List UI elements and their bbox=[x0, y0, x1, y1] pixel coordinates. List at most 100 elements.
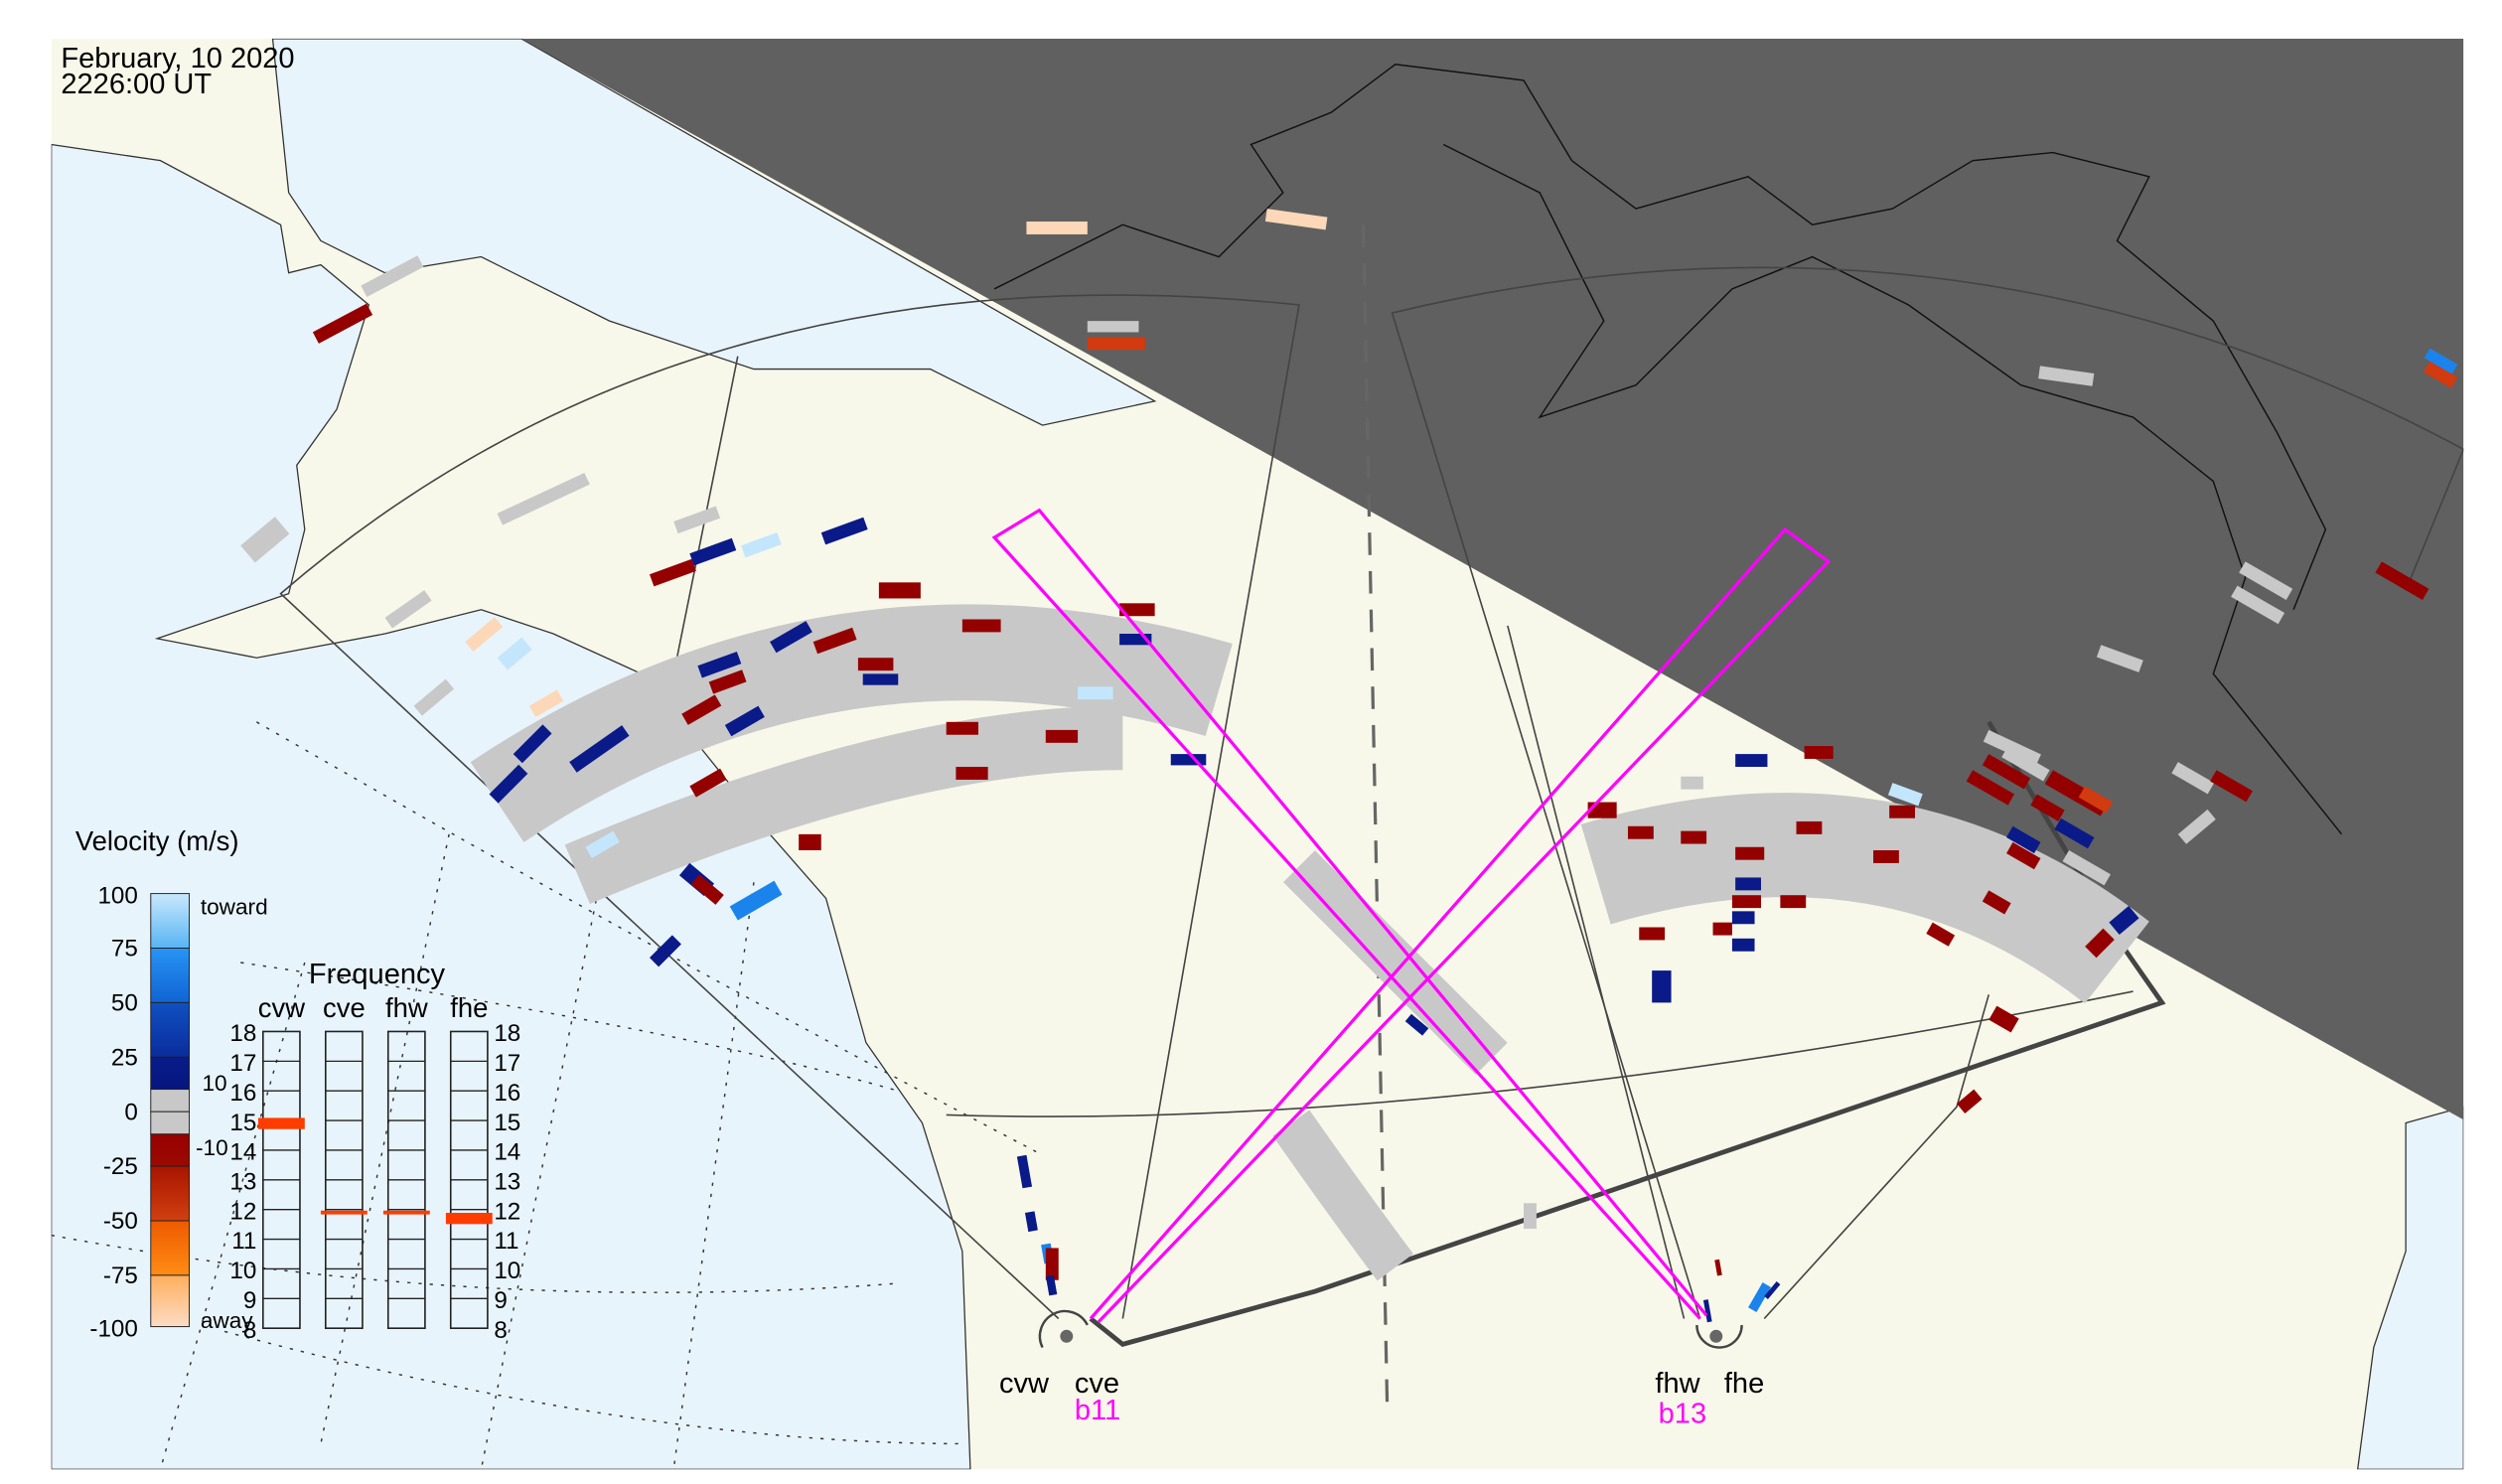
scatter-cell bbox=[497, 637, 532, 670]
scatter-cell bbox=[1983, 729, 2041, 767]
frequency-axis-label-right: 18 bbox=[494, 1020, 520, 1047]
scatter-cell bbox=[2424, 348, 2458, 374]
scatter-cell bbox=[1652, 970, 1672, 1003]
scatter-cell bbox=[1026, 222, 1088, 234]
beam-b11-outline bbox=[1089, 526, 1832, 1323]
scatter-band-cve-beam bbox=[1282, 850, 1508, 1075]
scatter-cell bbox=[1119, 634, 1152, 646]
scatter-cell bbox=[240, 517, 290, 563]
frequency-axis-label-left: 15 bbox=[229, 1110, 256, 1136]
frequency-axis-label-left: 18 bbox=[229, 1020, 256, 1047]
date-label: February, 10 2020 bbox=[61, 43, 294, 74]
frequency-axis-label-left: 9 bbox=[243, 1287, 256, 1314]
scatter-cell bbox=[2096, 645, 2143, 672]
scatter-cell bbox=[1087, 337, 1145, 351]
scatter-cell bbox=[528, 689, 564, 717]
beam-label-b11: b11 bbox=[1075, 1395, 1120, 1426]
velocity-legend-title: Velocity (m/s) bbox=[75, 825, 239, 856]
scatter-cell bbox=[1887, 783, 1923, 807]
scatter-cell bbox=[569, 725, 630, 773]
scatter-cell bbox=[820, 517, 868, 545]
radar-site-fh-marker bbox=[1695, 1324, 1743, 1349]
velocity-tick-label: 75 bbox=[111, 936, 138, 963]
scatter-cell bbox=[1587, 802, 1617, 818]
frequency-marker-cve bbox=[320, 1210, 368, 1215]
scatter-cell bbox=[1524, 1203, 1537, 1230]
scatter-cell bbox=[1796, 820, 1823, 834]
scatter-cell bbox=[413, 678, 455, 716]
frequency-axis-label-left: 14 bbox=[229, 1139, 256, 1166]
frequency-column-label-cvw: cvw bbox=[258, 992, 305, 1023]
scatter-cell bbox=[2171, 762, 2215, 795]
colorbar-segment bbox=[150, 1089, 191, 1113]
scatter-cell bbox=[2375, 561, 2429, 600]
scatter-cell bbox=[1170, 754, 1207, 766]
frequency-axis-label-right: 17 bbox=[494, 1050, 520, 1077]
scatter-cell bbox=[2054, 817, 2095, 849]
scatter-cell bbox=[489, 764, 528, 804]
scatter-cell bbox=[1702, 1299, 1712, 1323]
frequency-axis-label-right: 12 bbox=[494, 1198, 520, 1225]
lat-label-minus-10: -10 bbox=[196, 1135, 228, 1160]
scatter-cell bbox=[1639, 927, 1666, 941]
scatter-cell bbox=[2210, 770, 2253, 803]
scatter-cell bbox=[513, 724, 552, 764]
velocity-tick-label: -50 bbox=[103, 1208, 138, 1235]
colorbar-segment bbox=[150, 1111, 191, 1135]
velocity-tick-label: -75 bbox=[103, 1262, 138, 1289]
colorbar-segment bbox=[150, 1165, 191, 1222]
scatter-cell bbox=[1627, 825, 1654, 839]
scatter-cell bbox=[649, 558, 696, 587]
scatter-cell bbox=[2062, 849, 2111, 886]
frequency-axis-label-left: 13 bbox=[229, 1169, 256, 1196]
frequency-axis-label-right: 15 bbox=[494, 1110, 520, 1136]
scatter-cell bbox=[2006, 841, 2041, 870]
scatter-cell bbox=[384, 590, 432, 629]
lat-label-10: 10 bbox=[202, 1071, 226, 1096]
scatter-cell bbox=[1748, 1282, 1771, 1313]
frequency-axis-label-left: 12 bbox=[229, 1198, 256, 1225]
radar-label-cve: cve bbox=[1075, 1368, 1119, 1400]
radar-site-fh-icon bbox=[1709, 1329, 1723, 1343]
scatter-cell bbox=[1889, 805, 1916, 818]
scatter-cell bbox=[799, 833, 821, 850]
scatter-cell bbox=[2006, 825, 2041, 854]
scatter-cell bbox=[585, 830, 620, 858]
velocity-tick-label: 100 bbox=[97, 882, 137, 909]
frequency-column-label-fhw: fhw bbox=[385, 992, 428, 1023]
scatter-cell bbox=[690, 874, 724, 905]
scatter-cell bbox=[2030, 794, 2065, 821]
scatter-cell bbox=[2038, 366, 2095, 386]
scatter-cell bbox=[1731, 895, 1761, 909]
frequency-axis-label-right: 14 bbox=[494, 1139, 520, 1166]
scatter-cell bbox=[1926, 922, 1956, 947]
frequency-column-label-cve: cve bbox=[323, 992, 366, 1023]
velocity-tick-label: -25 bbox=[103, 1153, 138, 1180]
scatter-cell bbox=[2078, 786, 2114, 814]
scatter-cell bbox=[1712, 922, 1732, 936]
scatter-cell bbox=[1735, 877, 1761, 891]
scatter-cell bbox=[741, 531, 782, 558]
radar-site-cv-icon bbox=[1060, 1329, 1074, 1343]
frequency-axis-label-right: 8 bbox=[494, 1317, 507, 1344]
scatter-cell bbox=[673, 506, 721, 534]
scatter-cell bbox=[1404, 1013, 1429, 1036]
frequency-axis-label-left: 17 bbox=[229, 1050, 256, 1077]
colorbar-segment bbox=[150, 1274, 191, 1328]
scatter-cell bbox=[2085, 928, 2115, 959]
map-area bbox=[51, 38, 2464, 1470]
scatter-cell bbox=[1982, 890, 2011, 915]
scatter-cell bbox=[361, 255, 424, 298]
scatter-cell bbox=[1078, 686, 1113, 700]
scatter-cell bbox=[1045, 729, 1079, 743]
scatter-cell bbox=[857, 658, 894, 671]
scatter-cell bbox=[1735, 846, 1765, 860]
velocity-tick-label: 50 bbox=[111, 989, 138, 1016]
scatter-cell bbox=[2177, 809, 2216, 844]
scatter-cell bbox=[729, 880, 783, 921]
frequency-axis-label-right: 13 bbox=[494, 1169, 520, 1196]
frequency-axis-label-left: 11 bbox=[231, 1228, 256, 1255]
toward-label: toward bbox=[201, 895, 268, 920]
